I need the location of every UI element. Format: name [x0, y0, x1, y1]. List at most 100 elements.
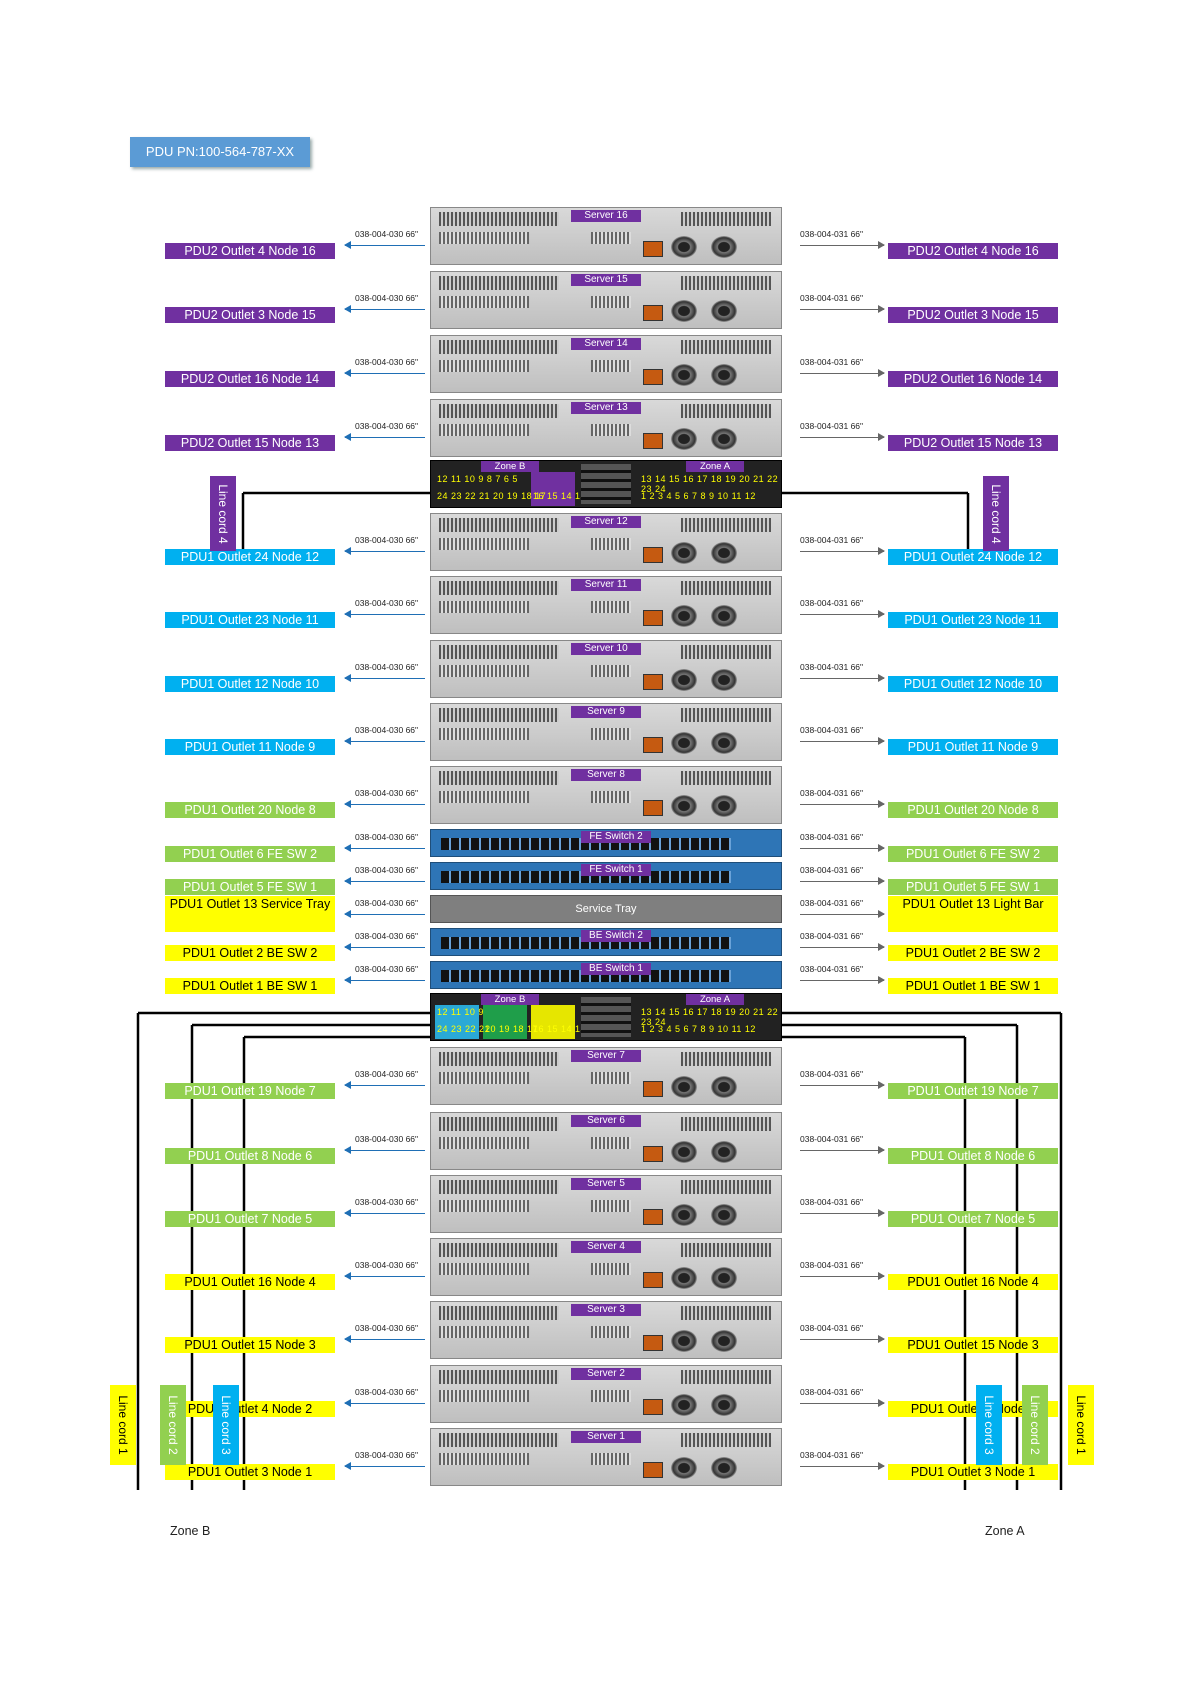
vent-grille — [681, 276, 771, 290]
outlet-label-left: PDU1 Outlet 3 Node 1 — [165, 1464, 335, 1480]
outlet-numbers: 1 2 3 4 5 6 7 8 9 10 11 12 — [641, 491, 756, 501]
fan-icon — [671, 1076, 697, 1098]
vent-grille — [439, 728, 529, 740]
vent-grille — [591, 360, 631, 372]
cable-part-number-left: 038-004-030 66" — [355, 293, 419, 303]
cable-part-number-left: 038-004-030 66" — [355, 788, 419, 798]
outlet-label-left: PDU1 Outlet 24 Node 12 — [165, 549, 335, 565]
vent-grille — [681, 1306, 771, 1320]
switch-ports — [441, 838, 731, 850]
fan-icon — [711, 542, 737, 564]
cable-part-number-right: 038-004-031 66" — [800, 964, 864, 974]
server-tag: Server 15 — [571, 274, 641, 286]
outlet-numbers: 1 2 3 4 5 6 7 8 9 10 11 12 — [641, 1024, 756, 1034]
outlet-group-blue — [435, 1005, 479, 1039]
fan-icon — [671, 1330, 697, 1352]
vent-grille — [439, 1052, 559, 1066]
vent-grille — [591, 424, 631, 436]
power-inlet-icon — [643, 369, 663, 385]
power-inlet-icon — [643, 737, 663, 753]
outlet-label-right: PDU1 Outlet 19 Node 7 — [888, 1083, 1058, 1099]
arrow-left-icon — [344, 1272, 425, 1280]
arrow-left-icon — [344, 1146, 425, 1154]
server-9-chassis: Server 9 — [430, 703, 782, 761]
switch-ports — [441, 871, 731, 883]
arrow-right-icon — [800, 1399, 885, 1407]
cable-part-number-left: 038-004-030 66" — [355, 421, 419, 431]
vent-grille — [591, 1326, 631, 1338]
server-tag: Server 1 — [571, 1431, 641, 1443]
server-10-chassis: Server 10 — [430, 640, 782, 698]
line-cord-label: Line cord 2 — [166, 1395, 180, 1455]
power-inlet-icon — [643, 610, 663, 626]
cable-part-number-left: 038-004-030 66" — [355, 535, 419, 545]
be-switch-2-chassis: BE Switch 2 — [430, 928, 782, 956]
outlet-label-right: PDU1 Outlet 4 Node 2 — [888, 1401, 1058, 1417]
line-cord-label: Line cord 3 — [219, 1395, 233, 1455]
arrow-left-icon — [344, 844, 425, 852]
server-7-chassis: Server 7 — [430, 1047, 782, 1105]
fan-icon — [671, 795, 697, 817]
arrow-right-icon — [800, 1146, 885, 1154]
line-cord-label: Line cord 4 — [989, 483, 1003, 544]
vent-grille — [681, 1052, 771, 1066]
arrow-left-icon — [344, 800, 425, 808]
vent-grille — [439, 1433, 559, 1447]
arrow-left-icon — [344, 369, 425, 377]
fan-icon — [671, 1457, 697, 1479]
line-cord-left-3: Line cord 3 — [213, 1385, 239, 1465]
cable-part-number-left: 038-004-030 66" — [355, 1197, 419, 1207]
server-12-chassis: Server 12 — [430, 513, 782, 571]
fan-icon — [711, 605, 737, 627]
fe-switch-1-chassis: FE Switch 1 — [430, 862, 782, 890]
vent-grille — [681, 1243, 771, 1257]
vent-grille — [439, 296, 529, 308]
cable-part-number-left: 038-004-030 66" — [355, 1450, 419, 1460]
outlet-label-right: PDU2 Outlet 16 Node 14 — [888, 371, 1058, 387]
vent-grille — [591, 1263, 631, 1275]
cable-part-number-right: 038-004-031 66" — [800, 788, 864, 798]
outlet-label-right: PDU1 Outlet 24 Node 12 — [888, 549, 1058, 565]
vent-grille — [439, 404, 559, 418]
outlet-group-green — [483, 1005, 527, 1039]
server-tag: Server 11 — [571, 579, 641, 591]
arrow-left-icon — [344, 943, 425, 951]
outlet-numbers: 13 14 15 16 17 18 19 20 21 22 23 24 — [641, 474, 779, 494]
line-cord-4-right: Line cord 4 — [983, 476, 1009, 551]
fan-icon — [671, 428, 697, 450]
line-cord-left-1: Line cord 1 — [110, 1385, 136, 1465]
pdu-part-number-box: PDU PN:100-564-787-XX — [130, 137, 310, 167]
cable-part-number-left: 038-004-030 66" — [355, 229, 419, 239]
power-inlet-icon — [643, 800, 663, 816]
fan-icon — [711, 364, 737, 386]
arrow-right-icon — [800, 1335, 885, 1343]
switch-tag: BE Switch 1 — [581, 963, 651, 975]
outlet-numbers: 12 11 10 9 — [437, 1007, 484, 1017]
power-inlet-icon — [643, 674, 663, 690]
outlet-label-left: PDU1 Outlet 12 Node 10 — [165, 676, 335, 692]
outlet-label-right: PDU1 Outlet 11 Node 9 — [888, 739, 1058, 755]
vent-grille — [681, 1117, 771, 1131]
server-tag: Server 13 — [571, 402, 641, 414]
fan-icon — [711, 236, 737, 258]
arrow-right-icon — [800, 737, 885, 745]
arrow-right-icon — [800, 433, 885, 441]
vent-grille — [591, 232, 631, 244]
zone-b-tag: Zone B — [481, 994, 539, 1005]
server-tag: Server 12 — [571, 516, 641, 528]
vent-grille — [591, 791, 631, 803]
arrow-right-icon — [800, 241, 885, 249]
outlet-numbers: 20 19 18 17 — [485, 1024, 539, 1034]
breaker-panel — [581, 997, 631, 1037]
outlet-group-purple — [531, 472, 575, 506]
vent-grille — [681, 1180, 771, 1194]
vent-grille — [439, 360, 529, 372]
arrow-right-icon — [800, 844, 885, 852]
switch-tag: FE Switch 1 — [581, 864, 651, 876]
arrow-left-icon — [344, 976, 425, 984]
line-cord-label: Line cord 1 — [1074, 1395, 1088, 1455]
outlet-label-left: PDU1 Outlet 7 Node 5 — [165, 1211, 335, 1227]
cable-part-number-left: 038-004-030 66" — [355, 662, 419, 672]
vent-grille — [439, 1180, 559, 1194]
vent-grille — [439, 665, 529, 677]
